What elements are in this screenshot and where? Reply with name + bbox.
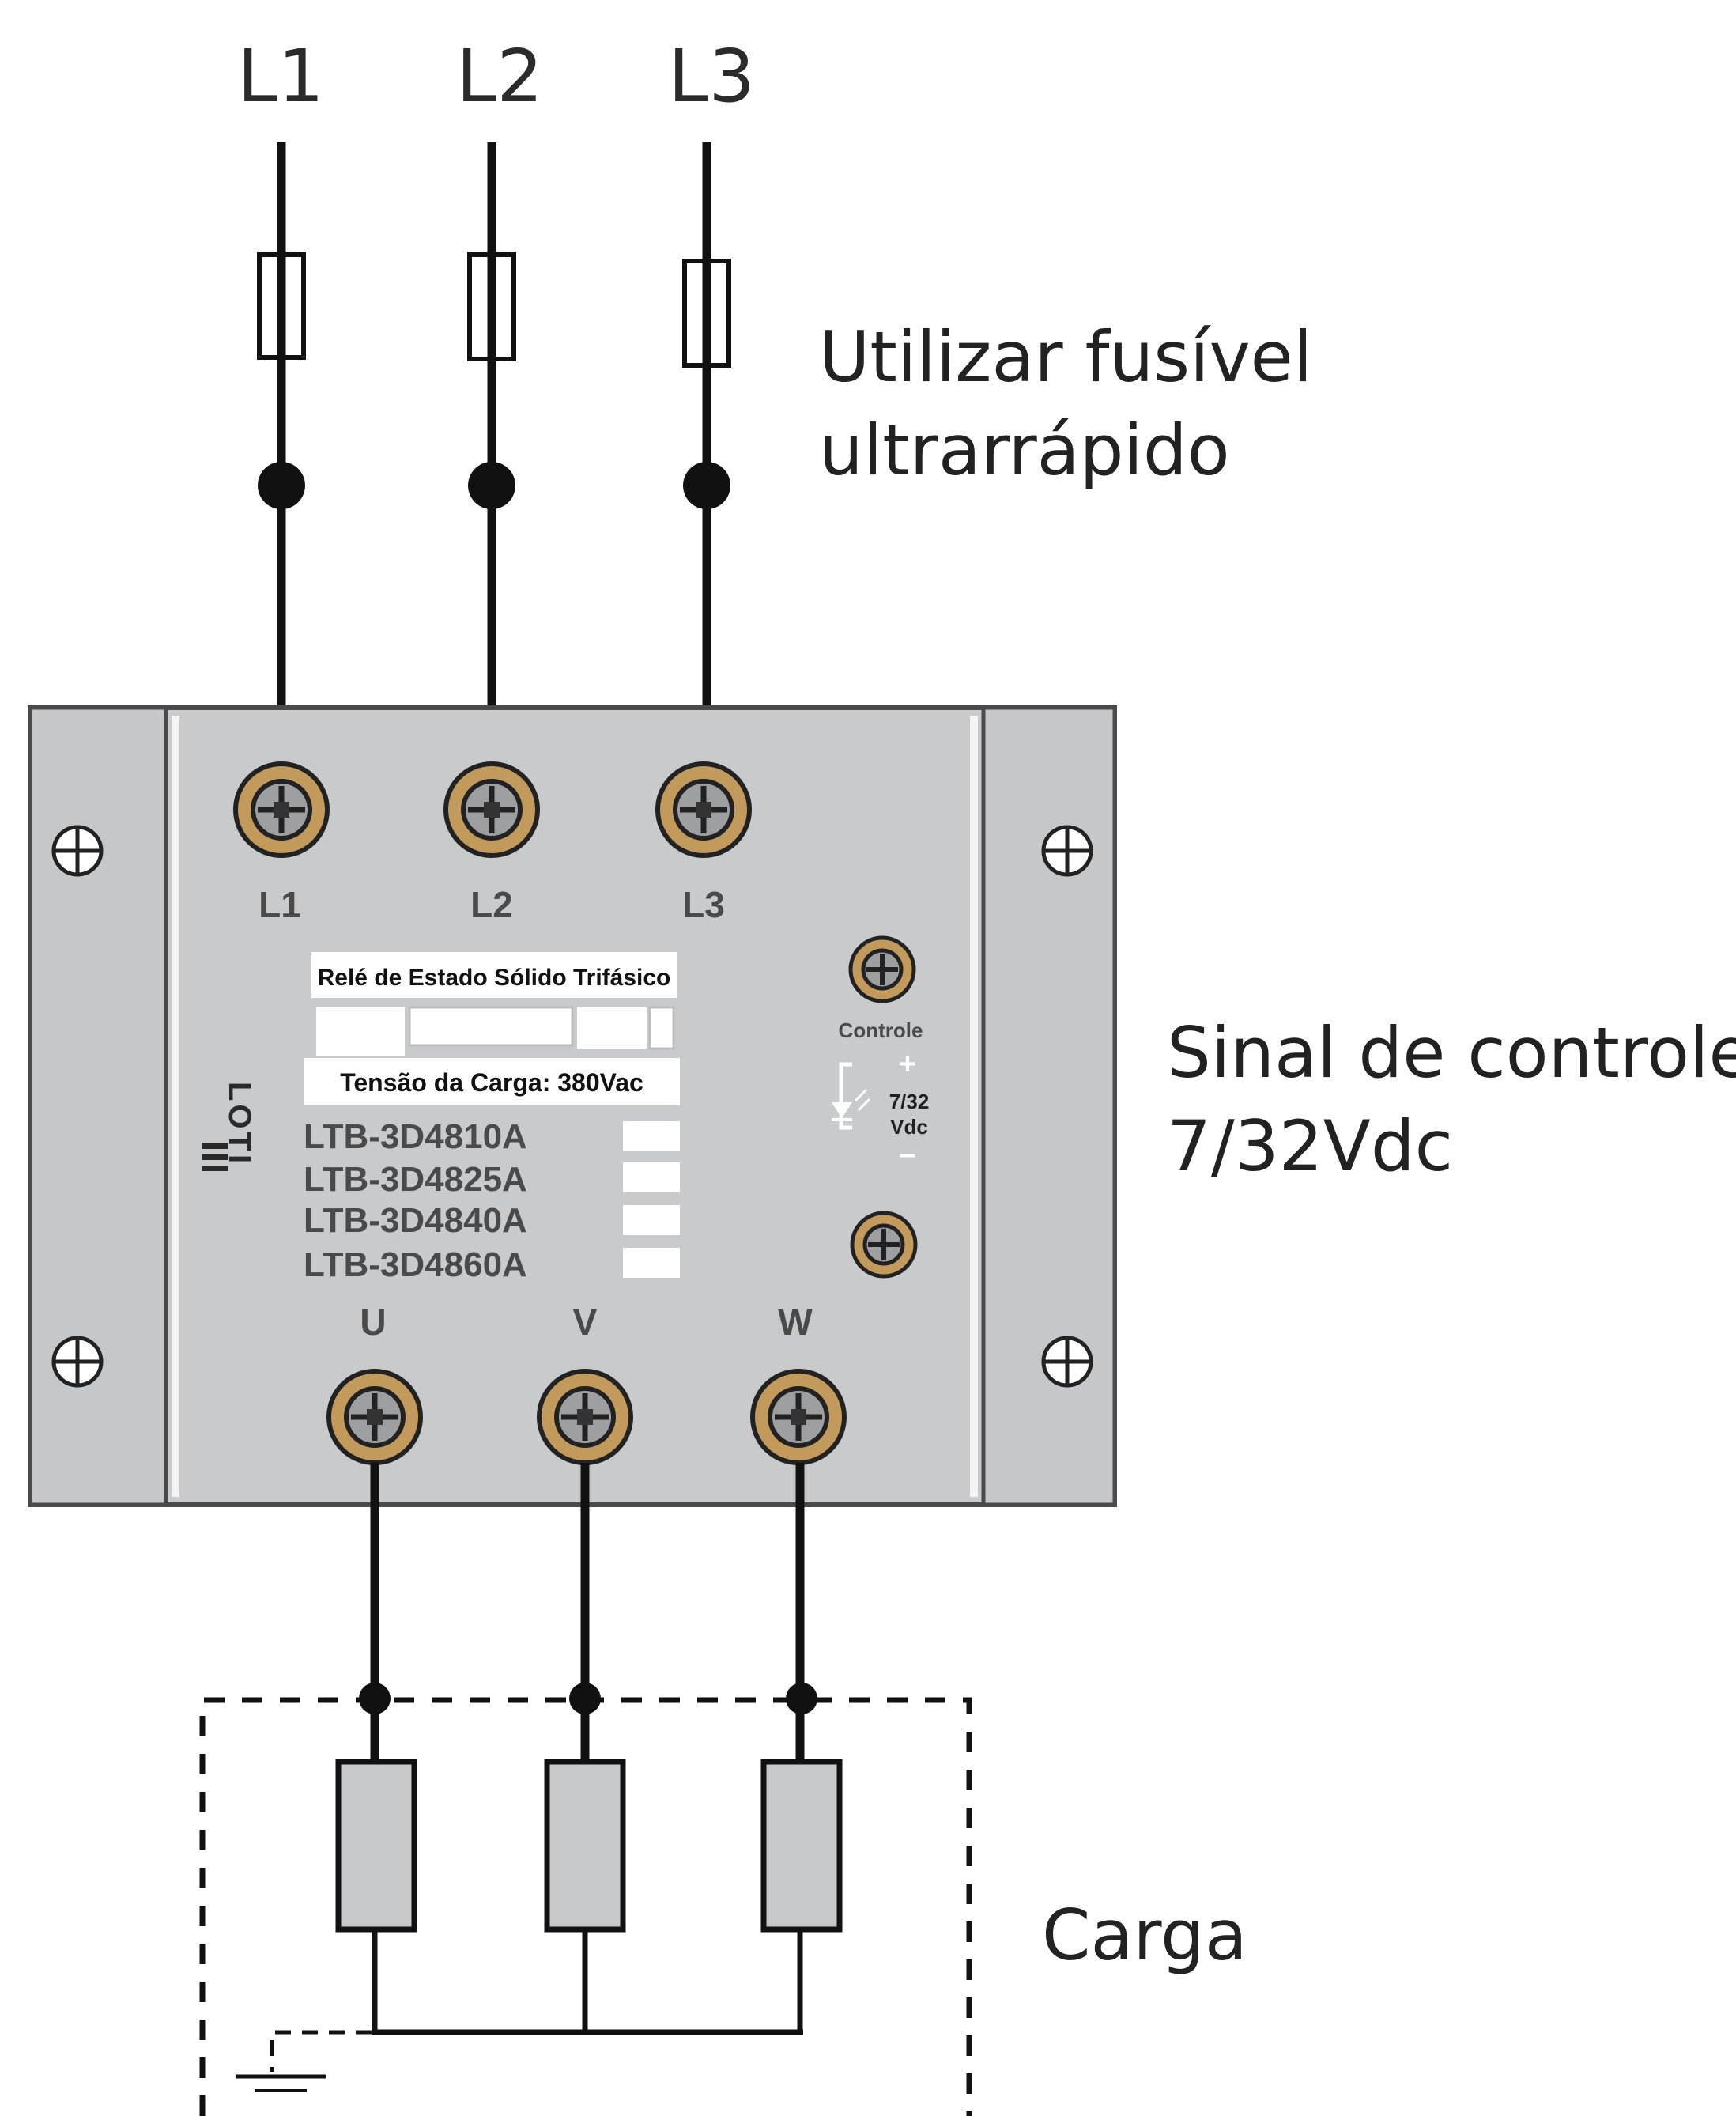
mounting-hole-top-right-icon <box>1041 825 1093 877</box>
model-2-checkbox <box>623 1162 680 1192</box>
mounting-hole-bottom-right-icon <box>1041 1336 1093 1388</box>
load-resistor-v <box>544 1759 626 1933</box>
line-label-l2: L2 <box>456 34 543 119</box>
control-led-icon <box>832 1062 871 1130</box>
relay-input-label-l3: L3 <box>682 884 725 925</box>
control-note-line2: 7/32Vdc <box>1167 1105 1453 1187</box>
load-resistor-w <box>760 1759 843 1933</box>
relay-output-label-u: U <box>360 1302 386 1343</box>
ground-icon <box>236 2030 372 2092</box>
model-3: LTB-3D4840A <box>304 1201 527 1240</box>
terminal-v <box>537 1369 633 1465</box>
junction-dot-l3 <box>683 462 730 509</box>
terminal-l1 <box>233 761 330 858</box>
mounting-hole-top-left-icon <box>51 825 104 877</box>
relay-voltage: Tensão da Carga: 380Vac <box>340 1068 643 1097</box>
right-flange <box>981 705 1117 1507</box>
left-flange <box>28 705 168 1507</box>
brand-logo-text: LOTI <box>222 1082 257 1166</box>
control-terminal-minus <box>850 1211 918 1279</box>
load-note: Carga <box>1042 1895 1247 1976</box>
control-volt-line1: 7/32 <box>889 1090 930 1113</box>
fuse-note-line2: ultrarrápido <box>819 410 1230 491</box>
star-connection <box>372 1929 803 2035</box>
line-label-l3: L3 <box>668 34 755 119</box>
load-junction-w <box>786 1683 817 1714</box>
junction-dot-l1 <box>258 462 305 509</box>
control-terminal-plus <box>848 935 916 1003</box>
label-plate: Relé de Estado Sólido Trifásico Tensão d… <box>304 952 680 1105</box>
mounting-hole-bottom-left-icon <box>51 1336 104 1388</box>
relay-input-label-l2: L2 <box>470 884 513 925</box>
load-resistor-u <box>335 1759 417 1933</box>
model-1-checkbox <box>623 1121 680 1151</box>
terminal-l3 <box>655 761 752 858</box>
terminal-l2 <box>443 761 540 858</box>
control-volt-line2: Vdc <box>890 1115 928 1139</box>
model-3-checkbox <box>623 1205 680 1235</box>
relay-input-label-l1: L1 <box>259 884 301 925</box>
model-4: LTB-3D4860A <box>304 1245 527 1284</box>
output-wires <box>370 1463 805 1760</box>
relay-output-label-v: V <box>573 1302 598 1343</box>
terminal-u <box>326 1369 423 1465</box>
control-plus-label: + <box>899 1048 916 1081</box>
junction-dot-l2 <box>468 462 515 509</box>
terminal-w <box>750 1369 847 1465</box>
model-1: LTB-3D4810A <box>304 1117 527 1156</box>
fuse-l3 <box>682 259 731 368</box>
control-minus-label: − <box>899 1139 916 1173</box>
load-boundary <box>199 1697 972 2116</box>
model-4-checkbox <box>623 1248 680 1278</box>
fuse-l1 <box>257 252 306 360</box>
fuse-note-line1: Utilizar fusível <box>819 316 1312 398</box>
fuse-l2 <box>467 252 516 361</box>
control-label: Controle <box>839 1018 923 1042</box>
control-note-line1: Sinal de controle <box>1167 1012 1736 1094</box>
relay-title: Relé de Estado Sólido Trifásico <box>318 965 671 991</box>
line-label-l1: L1 <box>237 34 324 119</box>
relay-output-label-w: W <box>778 1302 813 1343</box>
model-2: LTB-3D4825A <box>304 1160 527 1199</box>
model-checkboxes <box>623 1121 680 1278</box>
brand-logo: LOTI <box>202 1082 257 1171</box>
